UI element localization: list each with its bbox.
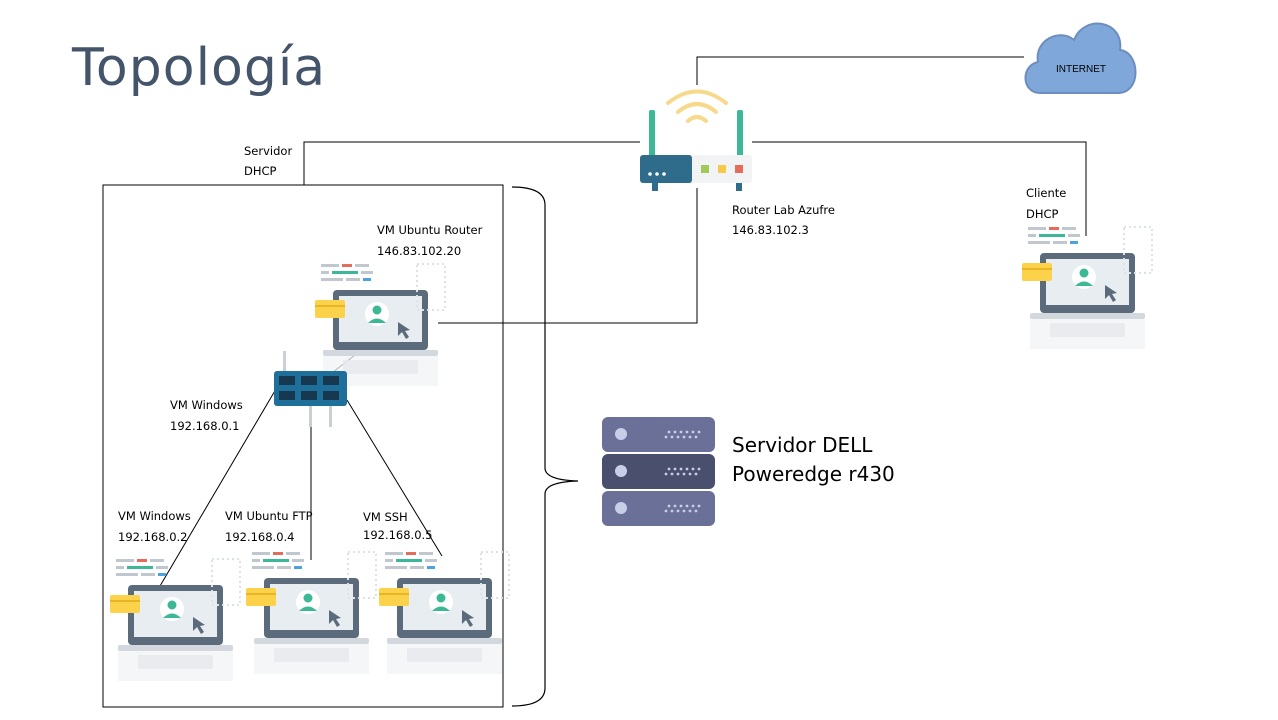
router-name: Router Lab Azufre xyxy=(732,203,835,217)
vm-windows-name: VM Windows xyxy=(118,509,191,523)
physical-server-label-line2: Poweredge r430 xyxy=(732,462,895,486)
vm-windows-laptop-icon xyxy=(109,558,241,682)
server-rack-icon xyxy=(602,417,715,526)
vm-ftp-laptop-icon xyxy=(245,551,377,675)
link-switch-windows xyxy=(159,388,277,587)
link-dhcp-router xyxy=(303,141,640,185)
page-title: Topología xyxy=(72,38,327,98)
curly-brace xyxy=(511,186,579,707)
network-switch-icon xyxy=(274,351,347,427)
vm-ubuntu-router-laptop-icon xyxy=(314,263,446,387)
link-switch-ssh xyxy=(346,399,443,557)
client-laptop-icon xyxy=(1021,226,1153,350)
physical-server-label-line1: Servidor DELL xyxy=(732,433,873,457)
vm-windows-gw-ip: 192.168.0.1 xyxy=(170,419,240,433)
client-label-line1: Cliente xyxy=(1026,186,1067,200)
link-router-vm-router xyxy=(438,188,698,324)
vm-windows-gw-name: VM Windows xyxy=(170,398,243,412)
dhcp-server-label-line2: DHCP xyxy=(244,164,277,178)
vm-ftp-name: VM Ubuntu FTP xyxy=(225,509,313,523)
vm-ftp-ip: 192.168.0.4 xyxy=(225,530,295,544)
vm-windows-ip: 192.168.0.2 xyxy=(118,530,188,544)
link-router-client xyxy=(752,141,1087,236)
cloud-icon xyxy=(1024,22,1137,94)
client-label-line2: DHCP xyxy=(1026,207,1059,221)
vm-ssh-name: VM SSH xyxy=(363,510,408,524)
physical-server-label: Servidor DELL Poweredge r430 xyxy=(732,431,895,489)
vm-ssh-ip: 192.168.0.5 xyxy=(363,528,433,542)
link-router-internet xyxy=(696,56,1024,85)
wifi-router-icon xyxy=(640,89,752,191)
server-host-frame xyxy=(102,184,504,708)
vm-router-ip: 146.83.102.20 xyxy=(377,244,462,258)
internet-label: INTERNET xyxy=(1056,64,1106,75)
vm-router-name: VM Ubuntu Router xyxy=(377,223,483,237)
vm-ssh-laptop-icon xyxy=(378,551,510,675)
dhcp-server-label-line1: Servidor xyxy=(244,144,293,158)
router-ip: 146.83.102.3 xyxy=(732,223,809,237)
